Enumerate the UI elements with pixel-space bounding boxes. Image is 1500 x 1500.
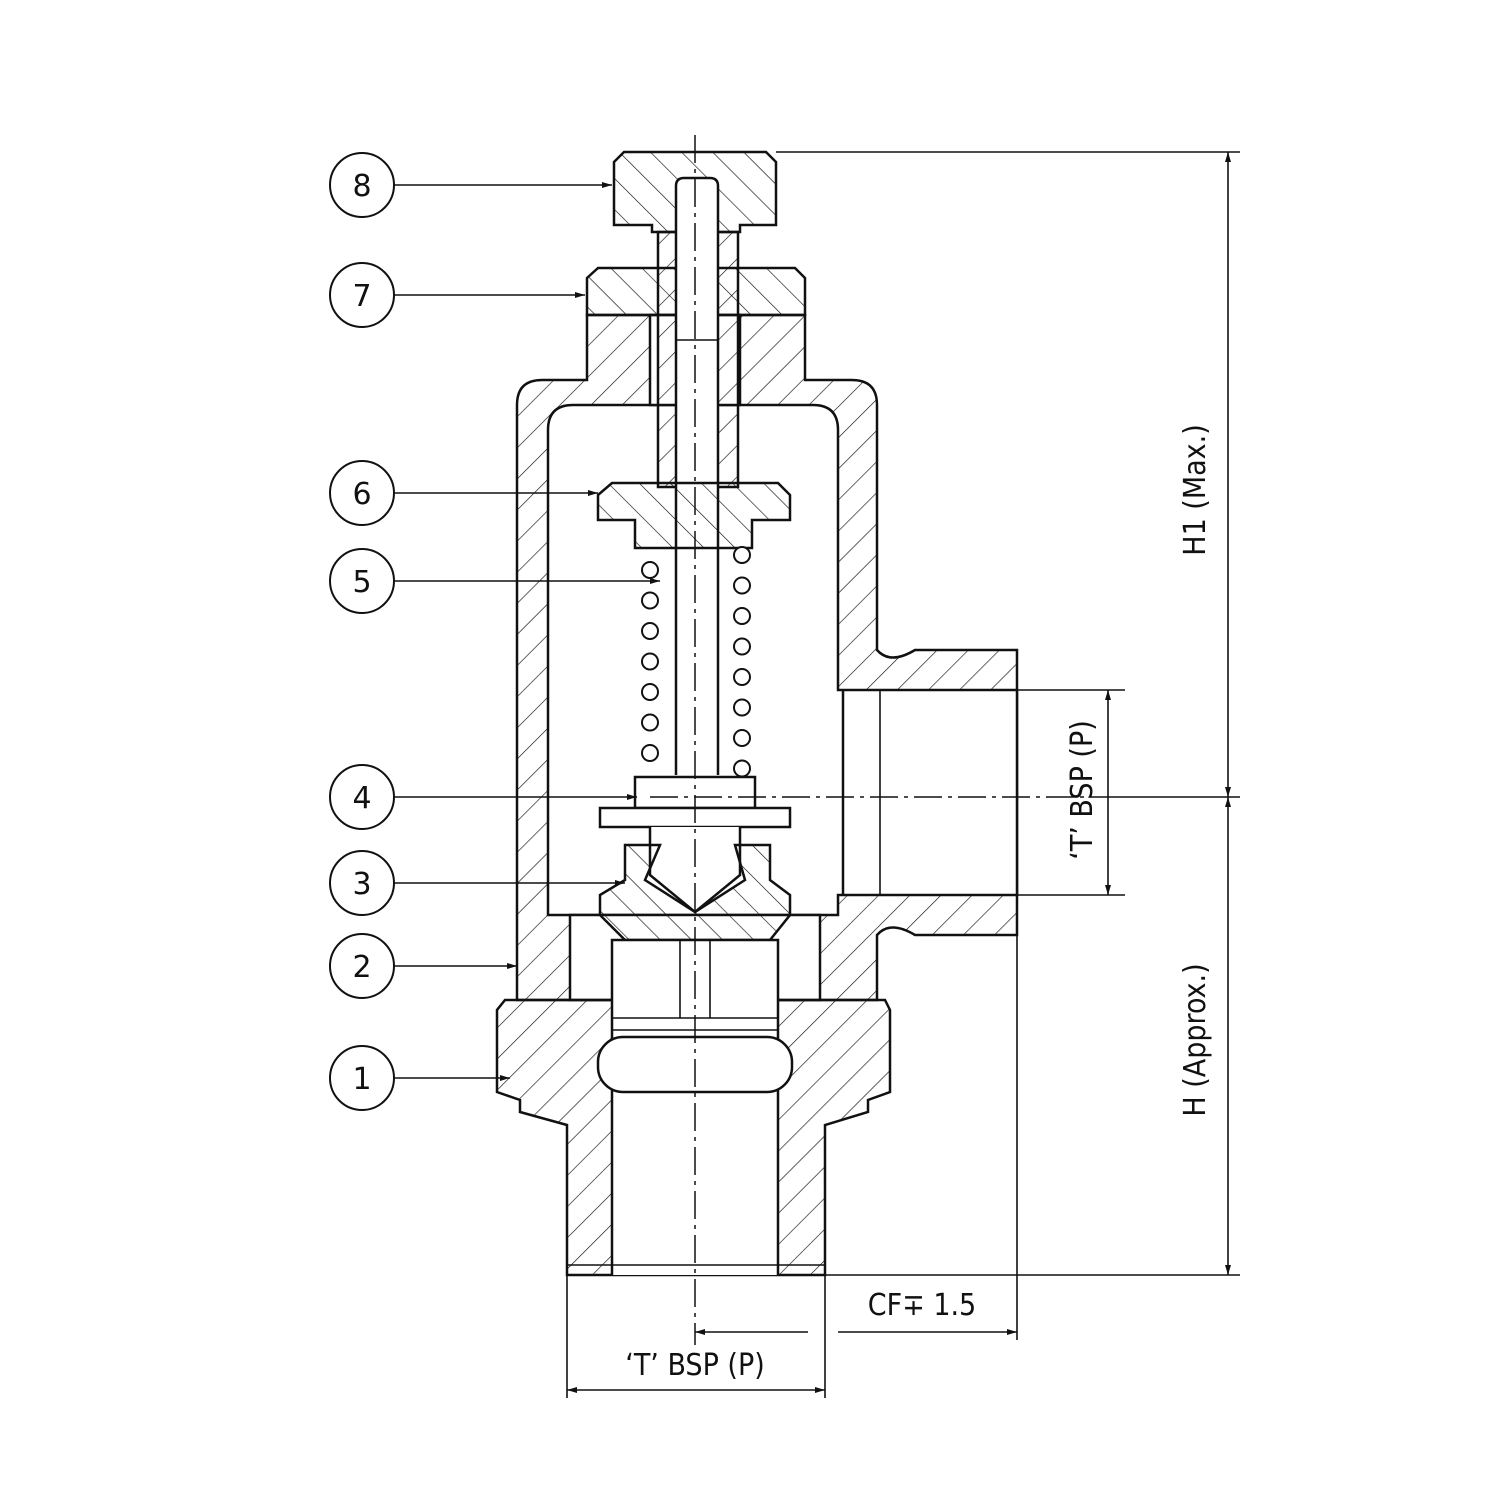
spring-coil	[641, 713, 659, 732]
balloon-inlet-connector: 1	[329, 1045, 510, 1111]
stem	[674, 176, 720, 775]
balloon-gland-nut: 7	[329, 262, 585, 328]
dim-side-port-label: ‘T’ BSP (P)	[1065, 720, 1100, 860]
spring-coil	[641, 591, 659, 610]
spring-coil	[733, 546, 751, 564]
dim-h1-label: H1 (Max.)	[1178, 424, 1213, 555]
spring-coil	[641, 683, 659, 701]
balloon-spring-plate: 6	[329, 460, 598, 526]
balloon-number: 6	[352, 477, 371, 512]
part-balloons: 8 7 6 5 4 3 2 1	[329, 152, 660, 1111]
balloon-cap: 8	[329, 152, 612, 218]
spring-coil	[733, 668, 751, 686]
balloon-disc: 4	[329, 764, 637, 830]
dimension-lines	[566, 151, 1240, 1398]
spring-plate	[596, 481, 792, 550]
dim-inlet-port-label: ‘T’ BSP (P)	[625, 1348, 765, 1383]
spring-coil	[641, 561, 659, 579]
balloon-number: 7	[352, 279, 371, 314]
balloon-number: 5	[352, 565, 371, 600]
dim-cf-label: CF∓ 1.5	[868, 1288, 976, 1323]
seat	[598, 843, 792, 942]
balloon-number: 1	[352, 1062, 371, 1097]
spring-coil	[733, 607, 751, 625]
dim-h-label: H (Approx.)	[1178, 963, 1213, 1116]
spring-coil	[733, 729, 751, 747]
spring-coil	[733, 637, 751, 656]
spring-coil	[641, 652, 659, 671]
spring	[641, 546, 751, 778]
balloon-number: 3	[352, 867, 371, 902]
balloon-number: 4	[352, 781, 371, 816]
balloon-seat: 3	[329, 850, 625, 916]
balloon-number: 2	[352, 950, 371, 985]
spring-coil	[733, 759, 751, 778]
spring-coil	[641, 744, 659, 762]
balloon-body: 2	[329, 933, 517, 999]
spring-coil	[641, 622, 659, 640]
spring-coil	[733, 698, 751, 717]
spring-coil	[733, 576, 751, 595]
balloon-spring: 5	[329, 548, 660, 614]
balloon-number: 8	[352, 169, 371, 204]
